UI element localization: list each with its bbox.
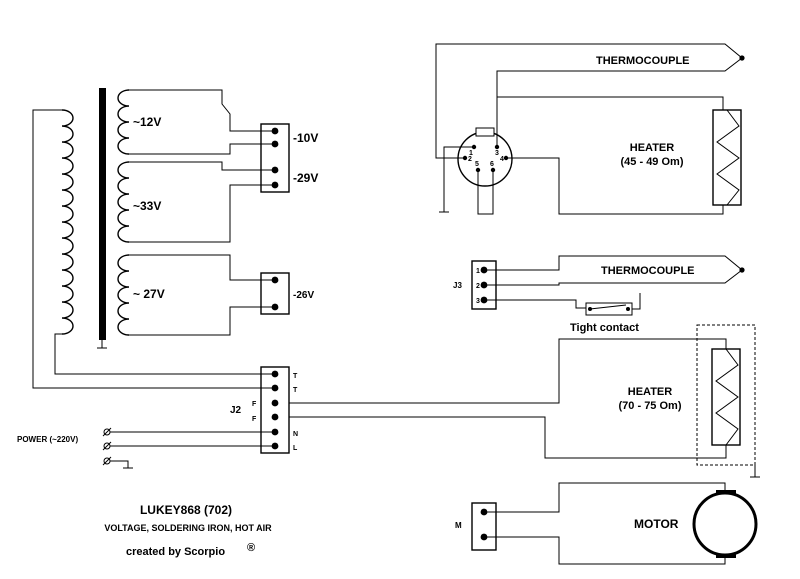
- output-connector-26v: -26V: [260, 272, 314, 315]
- iron-wiring: [435, 43, 724, 215]
- heater-iron-resistance: (45 - 49 Om): [621, 156, 684, 168]
- secondary-winding-2: [117, 161, 130, 243]
- output-26v-label: -26V: [293, 290, 314, 301]
- tight-contact-label: Tight contact: [570, 322, 639, 334]
- j2-label: J2: [230, 405, 242, 416]
- thermocouple-iron: THERMOCOUPLE: [592, 43, 745, 72]
- power-terminal-n: [102, 427, 112, 437]
- registered-mark: ®: [247, 542, 255, 554]
- output-10v-label: -10V: [293, 131, 318, 145]
- secondary-winding-3: [117, 254, 130, 336]
- transformer-core: [99, 88, 106, 340]
- din-pin-5: 5: [475, 161, 479, 168]
- secondary-3-voltage: ~ 27V: [133, 287, 165, 301]
- secondary-wiring: [129, 89, 275, 336]
- power-terminal-l: [102, 441, 112, 451]
- motor-connector-label: M: [455, 521, 462, 530]
- j2-pin-f1: F: [252, 401, 257, 408]
- j2-connector: J2 T T F F N L: [32, 109, 298, 454]
- output-29v-label: -29V: [293, 171, 318, 185]
- output-connector-10v-29v: -10V -29V: [260, 123, 318, 193]
- thermocouple-air: THERMOCOUPLE: [484, 255, 745, 286]
- diagram-title: LUKEY868 (702): [140, 503, 232, 517]
- power-terminal-ground: [102, 456, 112, 466]
- thermocouple-air-label: THERMOCOUPLE: [601, 265, 695, 277]
- motor: MOTOR: [484, 482, 758, 565]
- j2-pin-t1: T: [293, 373, 298, 380]
- transformer: ~12V ~33V ~ 27V: [61, 88, 165, 349]
- din-pin-6: 6: [490, 161, 494, 168]
- din-connector: 1 3 2 4 5 6: [457, 127, 513, 187]
- motor-connector: M: [455, 502, 497, 551]
- din-pin-3: 3: [495, 150, 499, 157]
- thermocouple-iron-label: THERMOCOUPLE: [596, 55, 690, 67]
- tight-contact-switch: Tight contact: [484, 293, 641, 334]
- power-label: POWER (~220V): [17, 435, 78, 444]
- j3-pin-3: 3: [476, 298, 480, 305]
- din-pin-4: 4: [500, 156, 504, 163]
- secondary-2-voltage: ~33V: [133, 199, 161, 213]
- din-pin-1: 1: [469, 150, 473, 157]
- heater-iron: HEATER (45 - 49 Om): [621, 109, 742, 206]
- j2-pin-t2: T: [293, 387, 298, 394]
- heater-air-label: HEATER: [628, 386, 672, 398]
- motor-label: MOTOR: [634, 517, 679, 531]
- j2-pin-l: L: [293, 445, 298, 452]
- title-block: LUKEY868 (702) VOLTAGE, SOLDERING IRON, …: [104, 503, 272, 558]
- j2-pin-n: N: [293, 431, 298, 438]
- j3-label: J3: [453, 281, 462, 290]
- power-input: POWER (~220V): [17, 427, 275, 469]
- heater-air: HEATER (70 - 75 Om): [289, 324, 760, 478]
- j3-pin-1: 1: [476, 268, 480, 275]
- secondary-winding-1: [117, 89, 130, 155]
- diagram-subtitle: VOLTAGE, SOLDERING IRON, HOT AIR: [104, 523, 272, 533]
- j2-pin-f2: F: [252, 416, 257, 423]
- secondary-1-voltage: ~12V: [133, 115, 161, 129]
- heater-air-resistance: (70 - 75 Om): [619, 400, 682, 412]
- primary-winding: [61, 109, 74, 335]
- heater-iron-label: HEATER: [630, 142, 674, 154]
- j3-pin-2: 2: [476, 283, 480, 290]
- diagram-credit: created by Scorpio: [126, 546, 225, 558]
- din-pin-2: 2: [468, 156, 472, 163]
